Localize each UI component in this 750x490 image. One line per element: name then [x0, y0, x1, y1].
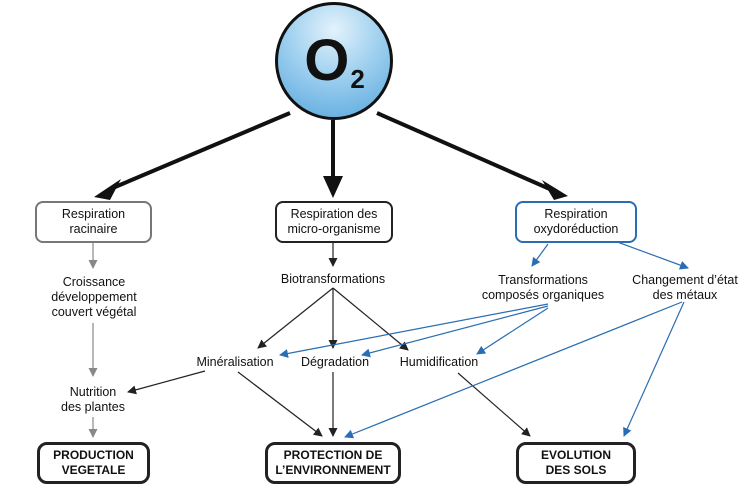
mineralisation-label: Minéralisation — [196, 354, 274, 369]
respiration-racinaire-box: Respiration racinaire — [35, 201, 152, 243]
croissance-label: Croissance développement couvert végétal — [51, 274, 137, 319]
degradation-label: Dégradation — [300, 354, 370, 369]
arrowhead-microorganisme — [323, 176, 343, 198]
o2-subscript: 2 — [350, 63, 365, 94]
arrow-changement-to-protection — [344, 301, 683, 439]
nutrition-label: Nutrition des plantes — [61, 385, 125, 414]
respiration-microorganisme-box: Respiration des micro-organisme — [275, 201, 393, 243]
arrow-biotrans-to-humidification — [332, 287, 409, 351]
evolution-sols-box: EVOLUTION DES SOLS — [516, 442, 636, 484]
arrow-transf-to-humidification — [476, 307, 549, 355]
arrowhead-oxydoreduction — [542, 180, 568, 200]
o2-symbol: O — [304, 28, 350, 93]
arrow-changement-to-evolution — [623, 301, 685, 437]
arrow-transf-to-mineralisation — [279, 303, 549, 358]
arrow-biotrans-to-mineralisation — [257, 287, 334, 349]
arrow-mineralisation-to-nutrition — [127, 370, 206, 395]
humidification-label: Humidification — [399, 354, 479, 369]
biotransformations-label: Biotransformations — [280, 271, 386, 286]
respiration-oxydoreduction-box: Respiration oxydoréduction — [515, 201, 637, 243]
changement-label: Changement d’état des métaux — [632, 273, 738, 302]
arrow-oxydo-to-changement — [611, 239, 689, 270]
arrowhead-racinaire — [94, 179, 121, 200]
arrow-transf-to-degradation — [361, 305, 549, 358]
transformations-label: Transformations composés organiques — [481, 273, 605, 302]
arrow-o2-to-oxydoreduction — [376, 111, 553, 192]
protection-environnement-box: PROTECTION DE L’ENVIRONNEMENT — [265, 442, 401, 484]
arrow-o2-to-racinaire — [107, 111, 291, 192]
production-vegetale-box: PRODUCTION VEGETALE — [37, 442, 150, 484]
arrow-mineralisation-to-protection — [237, 371, 323, 437]
arrow-oxydo-to-transformations — [531, 243, 549, 267]
arrow-humidification-to-evolution — [457, 372, 531, 437]
